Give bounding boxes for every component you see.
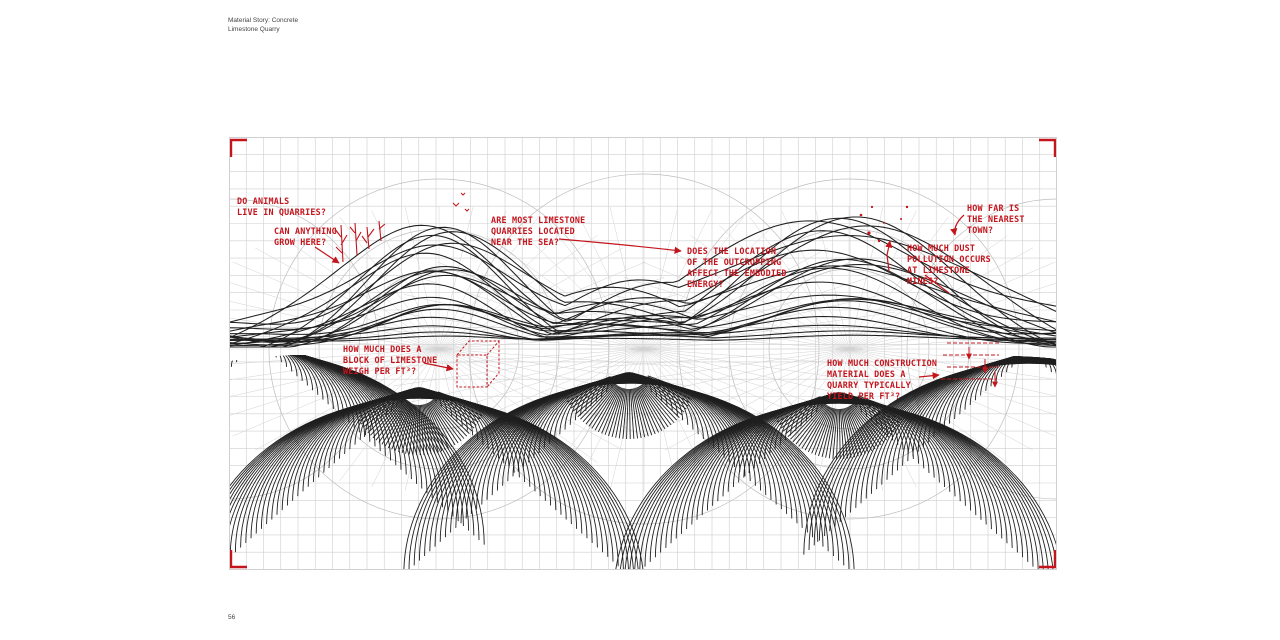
annotation-outcropping: DOES THE LOCATION OF THE OUTCROPPING AFF… — [687, 246, 792, 289]
annotation-block: HOW MUCH DOES A BLOCK OF LIMESTONE WEIGH… — [343, 344, 443, 376]
annotation-sea: ARE MOST LIMESTONE QUARRIES LOCATED NEAR… — [491, 215, 591, 247]
plant-sketches — [334, 220, 386, 263]
hill-contours — [229, 216, 1057, 348]
dust-particles — [859, 205, 909, 243]
annotation-town: HOW FAR IS THE NEAREST TOWN? — [967, 203, 1030, 235]
annotation-yield: HOW MUCH CONSTRUCTION MATERIAL DOES A QU… — [827, 358, 942, 401]
header-line-2: Limestone Quarry — [228, 25, 280, 33]
annotations: DO ANIMALS LIVE IN QUARRIES? CAN ANYTHIN… — [237, 196, 1030, 401]
yield-layers-icon — [941, 342, 1001, 388]
quarry-drawing-figure: DO ANIMALS LIVE IN QUARRIES? CAN ANYTHIN… — [229, 137, 1057, 570]
annotation-dust: HOW MUCH DUST POLLUTION OCCURS AT LIMEST… — [907, 243, 996, 286]
bird-sketches — [452, 192, 470, 212]
annotation-grow: CAN ANYTHING GROW HERE? — [274, 226, 342, 247]
limestone-block-icon — [456, 340, 501, 388]
annotation-arrows — [314, 214, 965, 380]
page-number: 56 — [228, 614, 236, 621]
header-line-1: Material Story: Concrete — [228, 17, 299, 24]
page-header: Material Story: Concrete Limestone Quarr… — [228, 17, 298, 34]
annotation-animals: DO ANIMALS LIVE IN QUARRIES? — [237, 196, 326, 217]
quarry-striations — [229, 354, 1057, 570]
corner-brackets — [229, 138, 1057, 569]
figure-frame — [229, 137, 1057, 570]
